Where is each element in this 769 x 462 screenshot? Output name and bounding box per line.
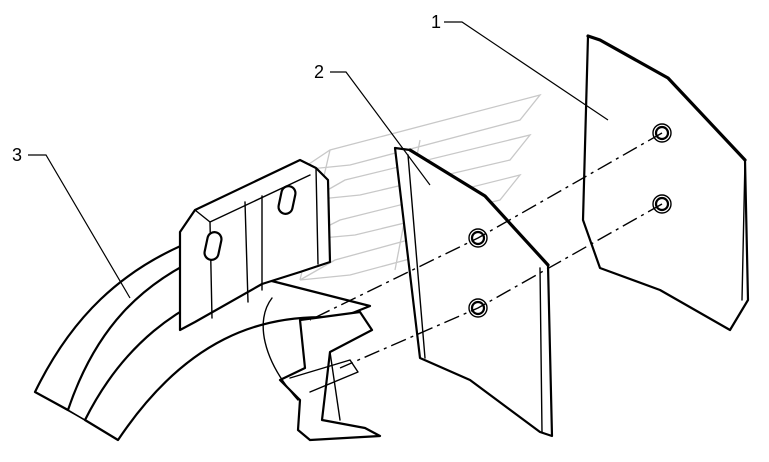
leader-3: [28, 154, 131, 299]
axis-upper: [309, 132, 663, 321]
callout-leaders: [28, 21, 609, 299]
leader-2: [330, 71, 431, 186]
axis-lower: [339, 203, 663, 369]
part-2-wear-plate: [393, 146, 554, 438]
callout-1-label: 1: [431, 12, 441, 32]
leader-1: [444, 21, 609, 121]
part-3-lower-rib: [278, 310, 382, 442]
part-3-bracket: [33, 158, 382, 442]
part-3-slot-left: [203, 231, 223, 261]
callout-2-label: 2: [314, 62, 324, 82]
part-2-plate-face: [393, 146, 554, 438]
part-3-slot-right: [277, 185, 297, 215]
part-1-cutting-plate: [581, 34, 750, 332]
assembly-axes: [309, 132, 663, 369]
callout-3-label: 3: [12, 145, 22, 165]
part-1-plate-face: [581, 34, 750, 332]
